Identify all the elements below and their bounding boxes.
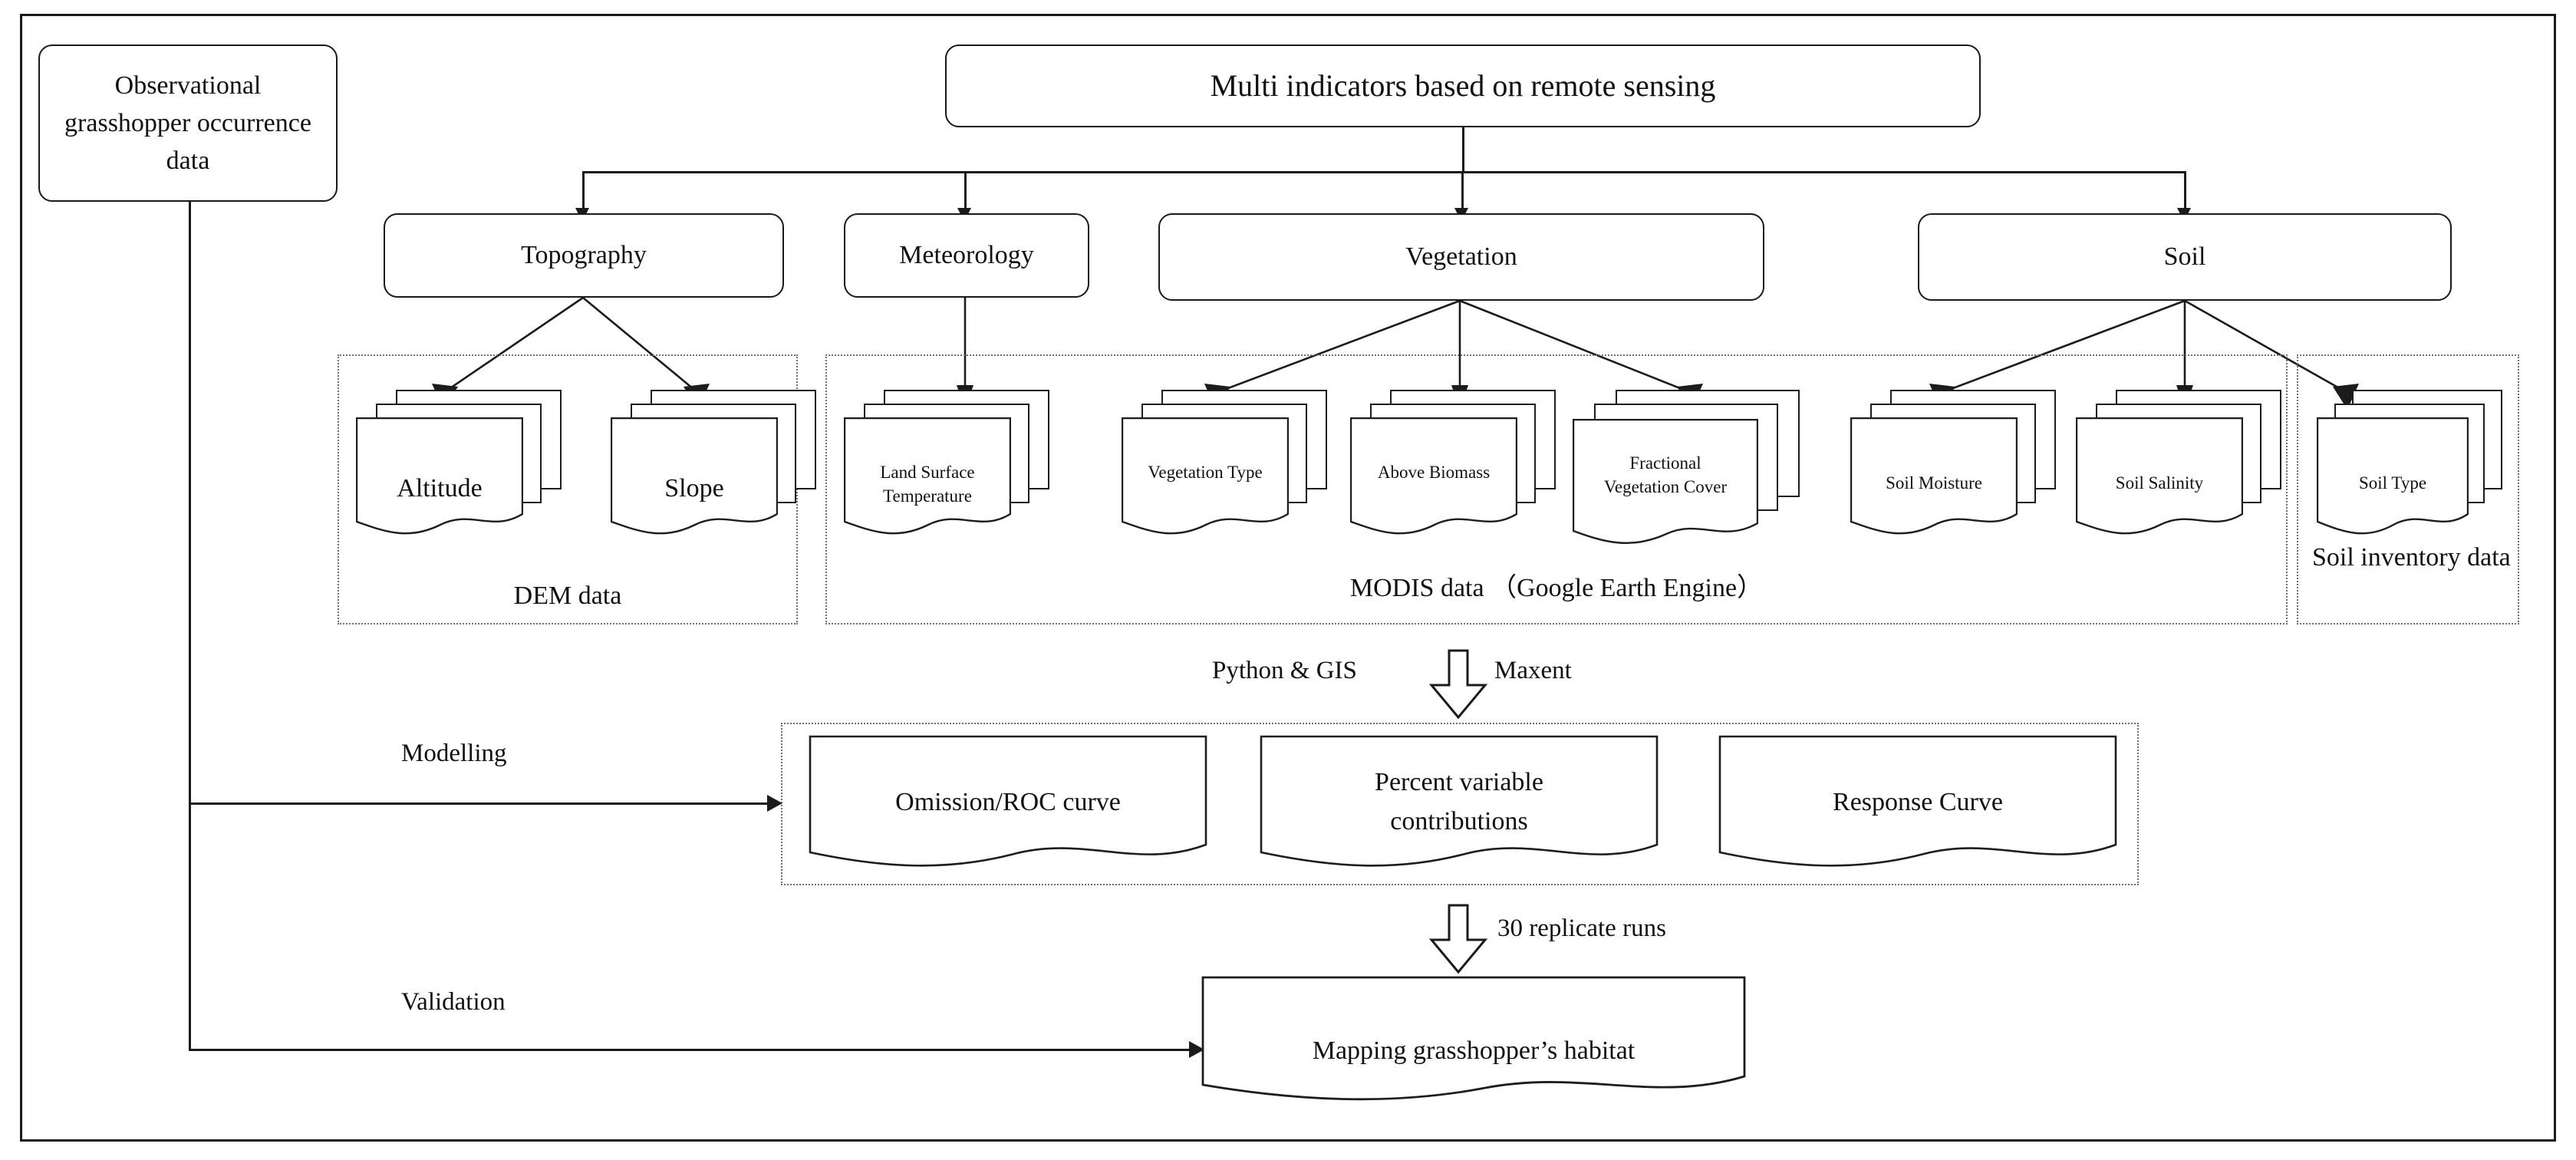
doc-shape <box>1260 735 1659 867</box>
doc-stack-slope[interactable]: Slope <box>611 390 816 543</box>
group-dem-data <box>338 354 798 624</box>
stage-label-modelling: Modelling <box>401 740 507 767</box>
group-soil-inventory-data <box>2297 354 2519 624</box>
connector-bus-to-meteorology <box>964 171 967 211</box>
connector-header-down <box>1462 127 1464 172</box>
node-category-soil-label: Soil <box>2163 242 2206 272</box>
arrowhead-modelling <box>767 795 782 812</box>
doc-stack-soil-type[interactable]: Soil Type <box>2317 390 2508 543</box>
doc-stack-land-surface-temperature[interactable]: Land Surface Temperature <box>844 390 1049 543</box>
group-modis-data <box>825 354 2288 624</box>
node-category-vegetation-label: Vegetation <box>1405 242 1517 272</box>
node-observational-data[interactable]: Observational grasshopper occurrence dat… <box>38 44 338 202</box>
node-category-vegetation[interactable]: Vegetation <box>1158 213 1764 301</box>
doc-sheet-front <box>844 417 1011 535</box>
process-label-python-gis: Python & GIS <box>1212 657 1357 684</box>
doc-sheet-front <box>2317 417 2469 535</box>
arrowhead-validation <box>1189 1041 1204 1058</box>
node-multi-indicators-label: Multi indicators based on remote sensing <box>1210 68 1716 103</box>
connector-bus-horizontal <box>583 171 2186 173</box>
diagram-outer-frame <box>20 14 2556 1142</box>
node-category-topography-label: Topography <box>521 241 647 270</box>
node-multi-indicators[interactable]: Multi indicators based on remote sensing <box>945 44 1981 127</box>
doc-mapping-grasshopper-habitat[interactable]: Mapping grasshopper’s habitat <box>1201 976 1746 1108</box>
connector-observational-to-validation <box>189 1049 1201 1051</box>
doc-stack-altitude[interactable]: Altitude <box>356 390 562 543</box>
doc-stack-soil-moisture[interactable]: Soil Moisture <box>1850 390 2056 543</box>
node-category-meteorology[interactable]: Meteorology <box>844 213 1089 298</box>
doc-stack-vegetation-type[interactable]: Vegetation Type <box>1122 390 1327 543</box>
doc-shape <box>809 735 1207 867</box>
doc-response-curve[interactable]: Response Curve <box>1718 735 2117 875</box>
doc-stack-above-biomass[interactable]: Above Biomass <box>1350 390 1556 543</box>
node-category-meteorology-label: Meteorology <box>899 241 1034 270</box>
doc-stack-fractional-vegetation-cover[interactable]: Fractional Vegetation Cover <box>1573 390 1803 551</box>
block-arrow-down-replicates <box>1428 904 1488 974</box>
doc-sheet-front <box>356 417 523 535</box>
connector-bus-to-soil <box>2184 171 2186 211</box>
process-label-maxent: Maxent <box>1494 657 1572 684</box>
group-soil-inventory-data-label: Soil inventory data <box>2312 543 2511 572</box>
doc-sheet-front <box>1573 419 1758 545</box>
connector-observational-to-modelling <box>189 802 779 805</box>
node-observational-data-label: Observational grasshopper occurrence dat… <box>64 71 311 176</box>
doc-percent-variable-contributions[interactable]: Percent variable contributions <box>1260 735 1659 875</box>
process-label-replicate-runs: 30 replicate runs <box>1497 914 1666 942</box>
doc-shape <box>1201 976 1746 1101</box>
block-arrow-down-maxent <box>1428 649 1488 720</box>
doc-stack-soil-salinity[interactable]: Soil Salinity <box>2076 390 2281 543</box>
doc-sheet-front <box>611 417 778 535</box>
group-dem-data-label: DEM data <box>513 582 622 610</box>
doc-sheet-front <box>1122 417 1289 535</box>
doc-sheet-front <box>1350 417 1517 535</box>
node-category-topography[interactable]: Topography <box>384 213 784 298</box>
doc-shape <box>1718 735 2117 867</box>
node-category-soil[interactable]: Soil <box>1918 213 2452 301</box>
doc-sheet-front <box>2076 417 2243 535</box>
stage-label-validation: Validation <box>401 988 506 1016</box>
connector-bus-to-vegetation <box>1461 171 1464 211</box>
connector-bus-to-topography <box>582 171 585 211</box>
connector-observational-trunk <box>189 202 191 1050</box>
doc-sheet-front <box>1850 417 2018 535</box>
doc-omission-roc-curve[interactable]: Omission/ROC curve <box>809 735 1207 875</box>
group-modis-data-label: MODIS data （Google Earth Engine） <box>1349 574 1764 602</box>
